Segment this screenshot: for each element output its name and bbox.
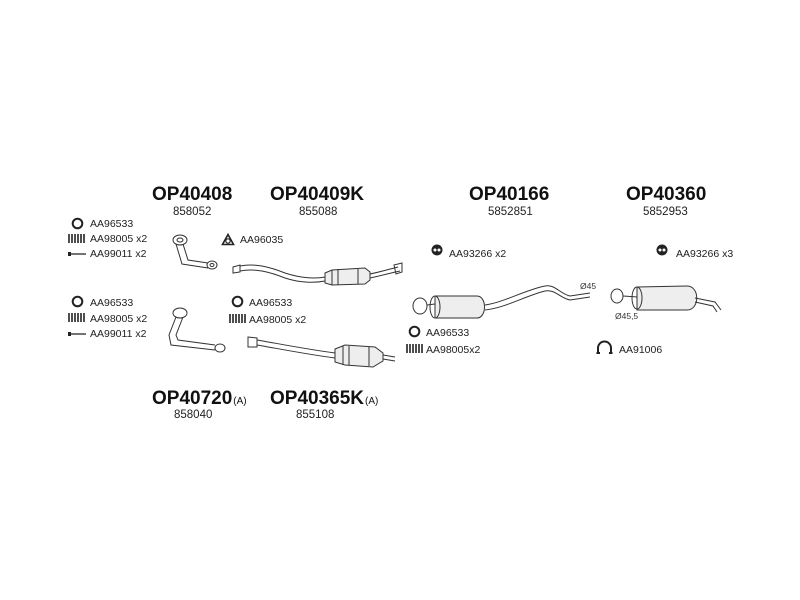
part-code-op40166: OP40166 (469, 184, 550, 205)
spring-icon (406, 344, 423, 353)
accessory-label: AA91006 (619, 344, 663, 356)
part-code-op40360: OP40360 (626, 184, 707, 205)
catalyst-drawing (247, 336, 396, 368)
diameter-label: Ø45 (580, 281, 597, 291)
accessory-label: AA98005 x2 (90, 313, 148, 325)
spring-icon (68, 234, 85, 243)
spring-icon (229, 314, 246, 323)
gasket-triangle-icon (221, 233, 235, 246)
catalyst-pipe-drawing (232, 262, 403, 286)
part-code-op40365k: OP40365K(A) (270, 388, 378, 410)
accessory-label: AA99011 x2 (90, 248, 147, 260)
part-ref-855088: 855088 (299, 206, 338, 218)
clamp-icon (596, 340, 613, 354)
part-ref-855108: 855108 (296, 409, 335, 421)
bolt-icon (68, 252, 86, 256)
accessory-label: AA96035 (240, 234, 284, 246)
accessory-label: AA98005 x2 (249, 314, 307, 326)
part-code-op40409k: OP40409K (270, 184, 365, 205)
spring-icon (68, 313, 85, 322)
gasket-ring-icon (408, 325, 421, 338)
gasket-ring-icon (231, 295, 244, 308)
rear-silencer-drawing (610, 285, 722, 313)
part-code-op40720: OP40720(A) (152, 388, 247, 410)
part-ref-858052: 858052 (173, 206, 212, 218)
diameter-label: Ø45,5 (615, 311, 639, 321)
accessory-label: AA96533 (90, 297, 134, 309)
front-pipe-drawing (172, 234, 218, 270)
accessory-label: AA96533 (249, 297, 293, 309)
bolt-icon (68, 332, 86, 336)
gasket-ring-icon (71, 217, 84, 230)
centre-silencer-drawing (412, 285, 591, 319)
rubber-hanger-icon (656, 244, 668, 256)
accessory-label: AA96533 (90, 218, 134, 230)
part-ref-5852953: 5852953 (643, 206, 688, 218)
accessory-label: AA99011 x2 (90, 328, 147, 340)
accessory-label: AA93266 x3 (676, 248, 734, 260)
part-suffix-op40365k: (A) (365, 396, 379, 407)
part-suffix-op40720: (A) (233, 396, 247, 407)
rubber-hanger-icon (431, 244, 443, 256)
accessory-label: AA98005 x2 (90, 233, 148, 245)
accessory-label: AA93266 x2 (449, 248, 507, 260)
gasket-ring-icon (71, 295, 84, 308)
part-ref-858040: 858040 (174, 409, 213, 421)
part-code-op40365k-text: OP40365K (270, 388, 365, 409)
accessory-label: AA96533 (426, 327, 470, 339)
part-code-op40408: OP40408 (152, 184, 233, 205)
accessory-label: AA98005x2 (426, 344, 481, 356)
front-pipe-drawing (168, 307, 226, 353)
part-code-op40720-text: OP40720 (152, 388, 233, 409)
part-ref-5852851: 5852851 (488, 206, 533, 218)
